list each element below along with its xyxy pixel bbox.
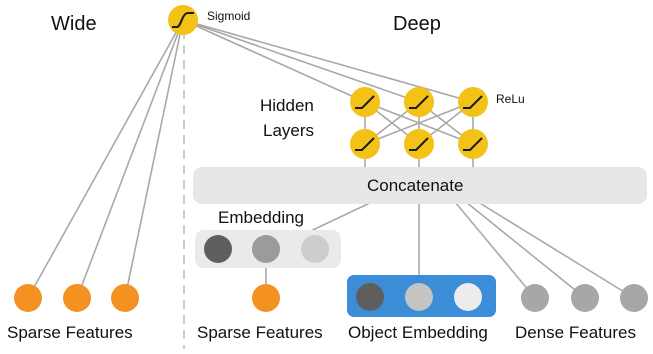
relu-curve-icon [355,137,375,151]
embedding-node-light [301,235,329,263]
relu-curve-icon [463,95,483,109]
deep-label: Deep [393,13,441,35]
relu-curve-icon [463,137,483,151]
sigmoid-curve-icon [172,12,194,28]
object-embedding-node-dark [356,283,384,311]
wide-sparse-node [63,284,91,312]
relu-label: ReLu [496,92,525,106]
sigmoid-label: Sigmoid [207,9,251,23]
deep-sparse-features-label: Sparse Features [197,323,323,342]
concatenate-label: Concatenate [367,176,464,195]
edge [477,201,635,299]
edge [454,201,536,299]
edge [76,19,184,299]
edge [124,19,184,299]
hidden-node [404,129,434,159]
embedding-node-dark [204,235,232,263]
hidden-node [404,87,434,117]
relu-curve-icon [409,137,429,151]
deep-sparse-node [252,284,280,312]
object-embedding-node-mid [405,283,433,311]
dense-features-label: Dense Features [515,323,636,342]
embedding-node-mid [252,235,280,263]
wide-sparse-node [111,284,139,312]
sigmoid-node [168,5,198,35]
dense-feature-node [521,284,549,312]
hidden-layers-label-line2: Layers [263,121,315,140]
hidden-node [350,129,380,159]
edge [27,19,184,299]
hidden-node [458,129,488,159]
relu-curve-icon [355,95,375,109]
relu-curve-icon [409,95,429,109]
edge [182,19,366,103]
wide-sparse-node [14,284,42,312]
wide-sparse-features-label: Sparse Features [7,323,133,342]
dense-feature-node [620,284,648,312]
edge [182,19,420,103]
hidden-node [458,87,488,117]
concatenate-box [193,167,647,204]
embedding-label: Embedding [218,208,305,227]
object-embedding-node-light [454,283,482,311]
edge [465,201,586,299]
hidden-node [350,87,380,117]
hidden-layers-label-line1: Hidden [260,96,314,115]
edge [364,101,474,145]
wide-label: Wide [51,13,97,35]
object-embedding-label: Object Embedding [348,323,488,342]
dense-feature-node [571,284,599,312]
